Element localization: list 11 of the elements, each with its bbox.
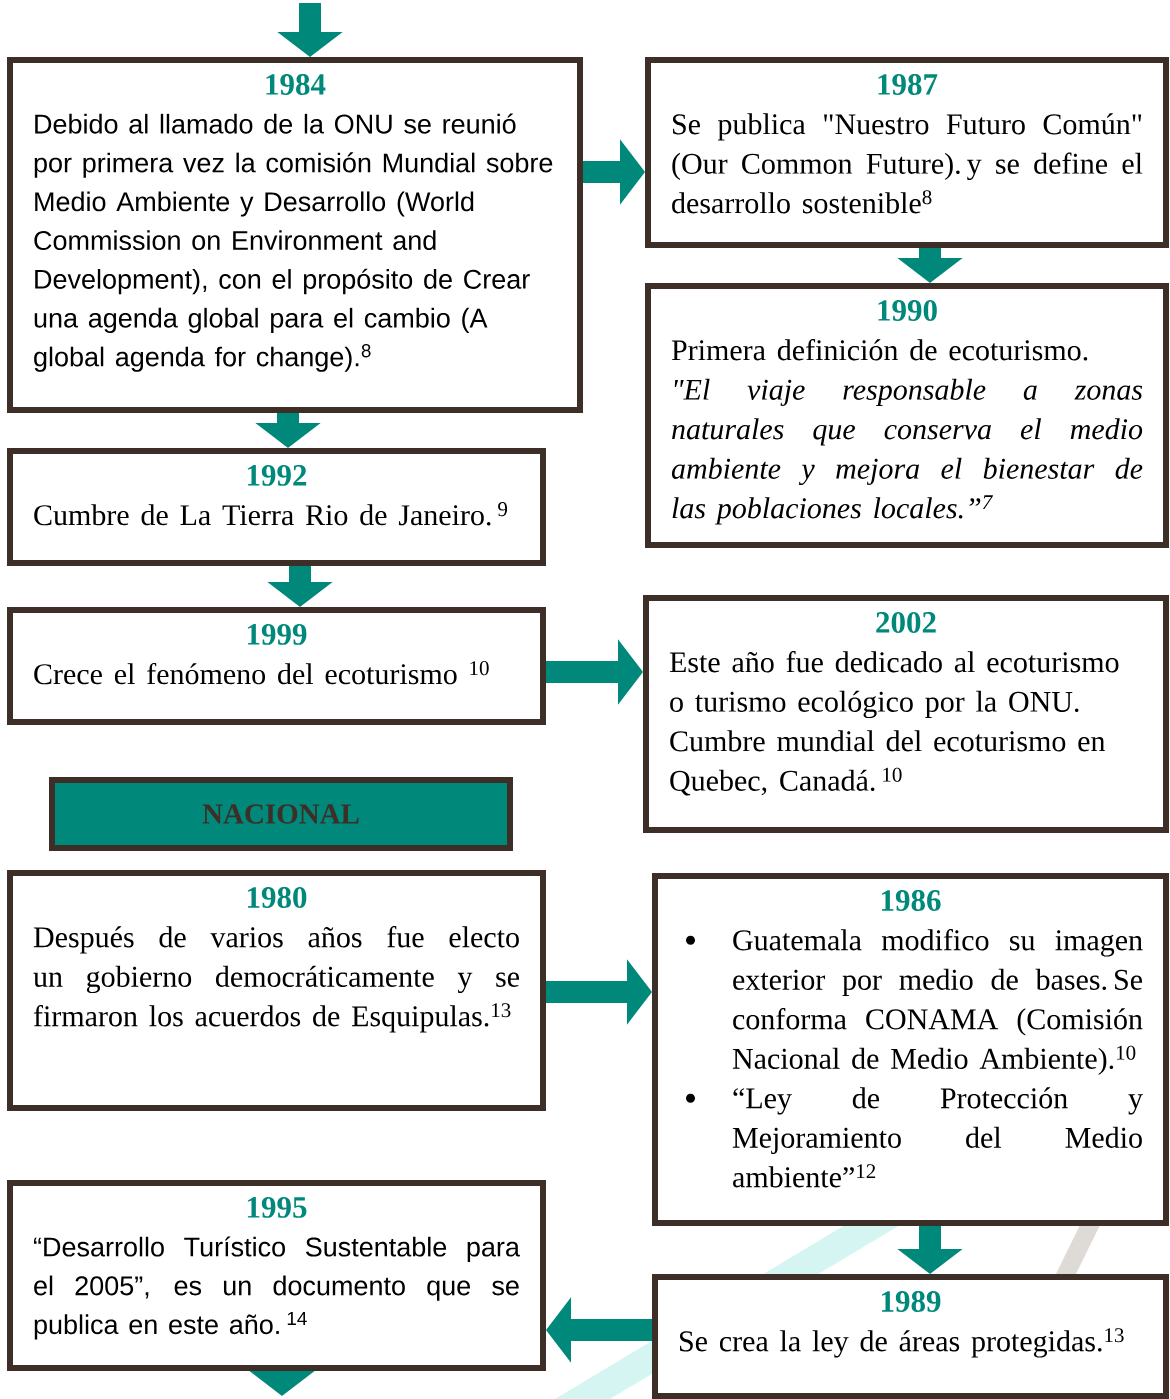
event-box: 1989 Se crea la ley de áreas protegidas.$^{13}$ [652,1274,1169,1399]
event-box: 1999 Crece el fenómeno del ecoturismo $^{10}$ [7,607,546,725]
event-box: 1990 Primera definición de ecoturismo. "El viaje responsable a zonas naturales que conserva el medio ambiente y mejora el bienestar de las poblaciones locales.”$^{7}$ [645,283,1169,548]
event-box: 1984 Debido al llamado de la ONU se reunió por primera vez la comisión Mundial sobre Medio Ambiente y Desarrollo (World Commission on Environment and Development), con el propósito de Crear una agenda global para el cambio (A global agenda for change).$^{8}$ [7,57,583,413]
section-band: NACIONAL [49,777,513,851]
event-box: 1980 Después de varios años fue electo un gobierno democráticamente y se firmaron los acuerdos de Esquipulas.$^{13}$ [7,870,546,1111]
event-box: 2002 Este año fue dedicado al ecoturismo o turismo ecológico por la ONU. Cumbre mundial del ecoturismo en Quebec, Canadá. $^{10}$ [643,595,1169,833]
event-box: 1995 “Desarrollo Turístico Sustentable para el 2005”, es un documento que se publica en este año. $^{14}$ [7,1180,546,1371]
event-box: 1986 Guatemala modifico su imagen exterior por medio de bases. Se conforma CONAMA (Comisión Nacional de Medio Ambiente).$^{10}$ “Ley de Protección y Mejoramiento del Medio ambiente”$^{12}$ [652,873,1169,1226]
event-box: 1987 Se publica "Nuestro Futuro Común" (Our Common Future). y se define el desarrollo sostenible$^{8}$ [645,57,1169,248]
event-box: 1992 Cumbre de La Tierra Rio de Janeiro. $^{9}$ [7,448,546,566]
